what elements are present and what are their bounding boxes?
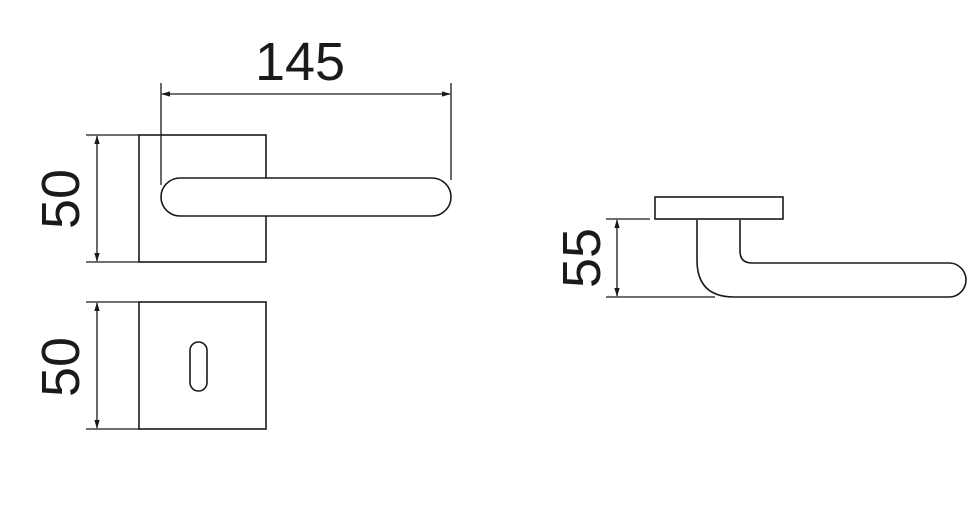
escutcheon — [138, 301, 267, 430]
lever-side-profile — [696, 220, 967, 298]
escutcheon-height-label: 50 — [31, 337, 91, 397]
width-label: 145 — [255, 32, 345, 92]
side-view-handle — [654, 196, 967, 298]
projection-dimension — [606, 218, 715, 298]
rose-side-profile — [654, 196, 784, 220]
lever-arm — [160, 177, 452, 217]
front-view-handle — [138, 134, 452, 263]
rose-height-label: 50 — [31, 169, 91, 229]
keyhole-slot — [189, 341, 208, 392]
escutcheon-height-dimension — [86, 301, 139, 430]
width-dimension — [160, 83, 452, 185]
rose-height-dimension — [86, 134, 139, 263]
projection-label: 55 — [552, 228, 612, 288]
